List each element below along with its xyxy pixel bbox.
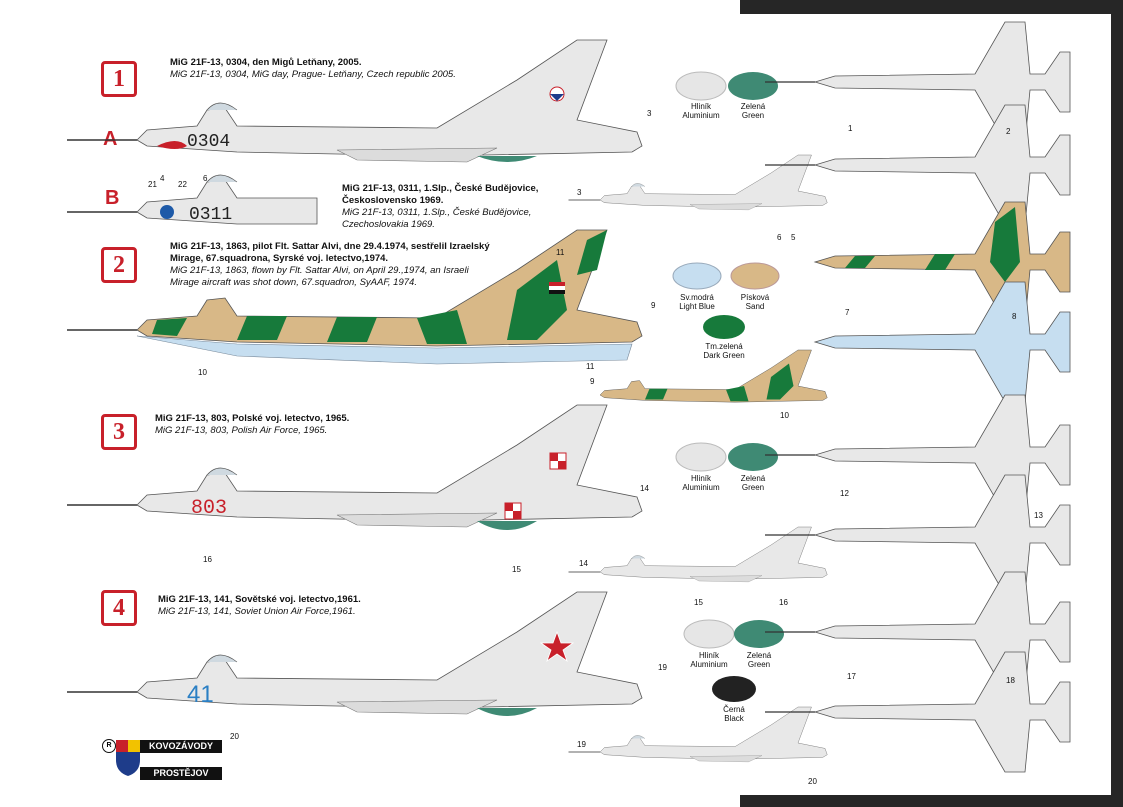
scheme-badge-3: 3 [101, 414, 137, 450]
scheme-badge-2: 2 [101, 247, 137, 283]
callout-12: 12 [840, 489, 849, 498]
callout-6: 6 [203, 174, 208, 183]
callout-21: 21 [148, 180, 157, 189]
swatch-green-4 [734, 620, 784, 648]
logo-line-2: PROSTĚJOV [140, 767, 222, 780]
callout-17: 17 [847, 672, 856, 681]
swatch-aluminium-1 [675, 71, 727, 101]
callout-10b: 10 [780, 411, 789, 420]
variant-letter-b: B [105, 187, 120, 209]
caption-scheme-1b: MiG 21F-13, 0311, 1.Slp., České Budějovi… [342, 183, 539, 230]
shield-icon [116, 740, 140, 776]
registered-mark: R [102, 739, 116, 753]
scheme-badge-1: 1 [101, 61, 137, 97]
aircraft-profile-2 [67, 229, 643, 365]
caption-scheme-3: MiG 21F-13, 803, Polské voj. letectvo, 1… [155, 413, 350, 436]
serial-0311: 0311 [189, 205, 232, 225]
variant-letter-a: A [103, 128, 118, 150]
swatch-black [712, 676, 756, 702]
aircraft-profile-3: 803 [66, 404, 643, 530]
plan-view-3 [813, 201, 1071, 323]
callout-6b: 6 [777, 233, 782, 242]
callout-11: 11 [556, 248, 565, 257]
swatch-light-blue [672, 262, 722, 290]
callout-3: 3 [647, 109, 652, 118]
swatch-green-3 [728, 443, 778, 471]
small-profile-2 [599, 349, 828, 403]
callout-2: 2 [1006, 127, 1011, 136]
callout-9b: 9 [590, 377, 595, 386]
callout-7: 7 [845, 308, 850, 317]
callout-1: 1 [848, 124, 853, 133]
logo-line-1: KOVOZÁVODY [140, 740, 222, 753]
callout-18: 18 [1006, 676, 1015, 685]
kovozavody-logo: R KOVOZÁVODY PROSTĚJOV [102, 736, 222, 784]
caption-scheme-2: MiG 21F-13, 1863, pilot Flt. Sattar Alvi… [170, 241, 490, 288]
aircraft-profile-4: 41 [66, 591, 643, 716]
paper-right [740, 14, 1111, 795]
callout-5: 5 [791, 233, 796, 242]
callout-8: 8 [1012, 312, 1017, 321]
callout-16: 16 [203, 555, 212, 564]
callout-20: 20 [230, 732, 239, 741]
callout-10: 10 [198, 368, 207, 377]
serial-803: 803 [191, 497, 227, 520]
caption-scheme-1a: MiG 21F-13, 0304, den Migů Letňany, 2005… [170, 57, 456, 80]
plan-view-4 [813, 281, 1071, 403]
swatch-sand [730, 262, 780, 290]
callout-19: 19 [658, 663, 667, 672]
swatch-green-1 [728, 72, 778, 100]
callout-14b: 14 [579, 559, 588, 568]
callout-11b: 11 [586, 362, 595, 371]
callout-3b: 3 [577, 188, 582, 197]
callout-19b: 19 [577, 740, 586, 749]
callout-13: 13 [1034, 511, 1043, 520]
callout-20b: 20 [808, 777, 817, 786]
scheme-badge-4: 4 [101, 590, 137, 626]
callout-14: 14 [640, 484, 649, 493]
serial-41: 41 [187, 681, 214, 708]
caption-scheme-4: MiG 21F-13, 141, Sovětské voj. letectvo,… [158, 594, 361, 617]
callout-9: 9 [651, 301, 656, 310]
aircraft-profile-1b: 0311 [67, 174, 318, 225]
swatch-aluminium-3 [675, 442, 727, 472]
swatch-dark-green [703, 315, 745, 339]
callout-16b: 16 [779, 598, 788, 607]
plan-view-8 [764, 651, 1071, 773]
aircraft-profile-1a: 0304 [66, 39, 643, 163]
callout-15: 15 [512, 565, 521, 574]
callout-22: 22 [178, 180, 187, 189]
serial-0304: 0304 [187, 132, 230, 152]
callout-15b: 15 [694, 598, 703, 607]
callout-4: 4 [160, 174, 165, 183]
